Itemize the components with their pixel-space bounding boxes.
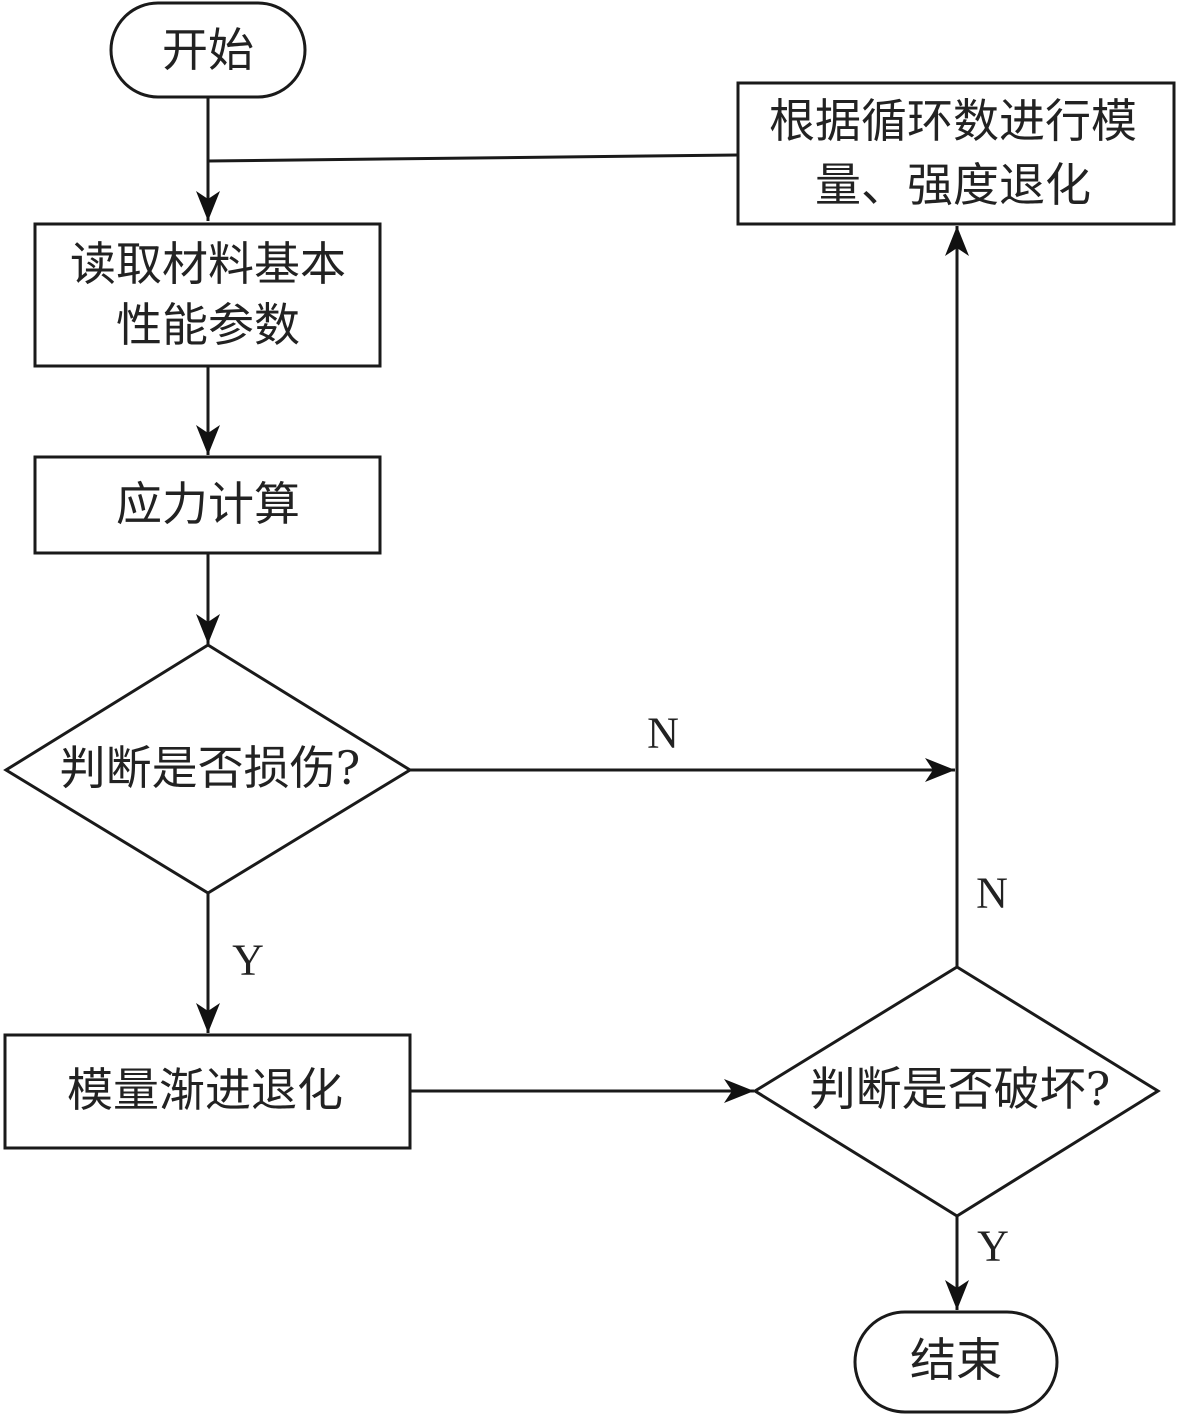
start-label: 开始 — [162, 23, 254, 77]
end-terminal: 结束 — [853, 1310, 1059, 1414]
modulus-degradation-box: 模量渐进退化 — [3, 1033, 412, 1150]
failure-check-decision: 判断是否破坏? — [752, 965, 1161, 1218]
read-params-shape — [33, 222, 382, 368]
cycle-degradation-label-line-1: 根据循环数进行模 — [769, 94, 1137, 148]
edge-cycle-degradation-to-read-params — [207, 153, 739, 163]
cycle-degradation-box: 根据循环数进行模 量、强度退化 — [736, 81, 1176, 226]
cycle-degradation-label-line-2: 量、强度退化 — [815, 158, 1091, 212]
read-params-box: 读取材料基本 性能参数 — [33, 222, 382, 368]
damage-check-decision: 判断是否损伤? — [3, 643, 413, 895]
damage-check-yes-label: Y — [232, 936, 264, 985]
modulus-degradation-label: 模量渐进退化 — [67, 1063, 343, 1117]
damage-check-label: 判断是否损伤? — [60, 741, 361, 795]
start-terminal: 开始 — [109, 1, 307, 99]
modulus-degradation-shape — [3, 1033, 412, 1150]
end-terminal-shape — [853, 1310, 1059, 1414]
end-label: 结束 — [910, 1333, 1002, 1387]
damage-check-no-label: N — [647, 709, 679, 758]
failure-check-yes-label: Y — [977, 1222, 1009, 1271]
stress-calc-box: 应力计算 — [33, 455, 382, 555]
stress-calc-label: 应力计算 — [116, 477, 300, 531]
read-params-label-line-2: 性能参数 — [116, 298, 300, 352]
failure-check-label: 判断是否破坏? — [810, 1062, 1111, 1116]
failure-check-no-label: N — [976, 869, 1008, 918]
read-params-label-line-1: 读取材料基本 — [70, 237, 346, 291]
cycle-degradation-shape — [736, 81, 1176, 226]
